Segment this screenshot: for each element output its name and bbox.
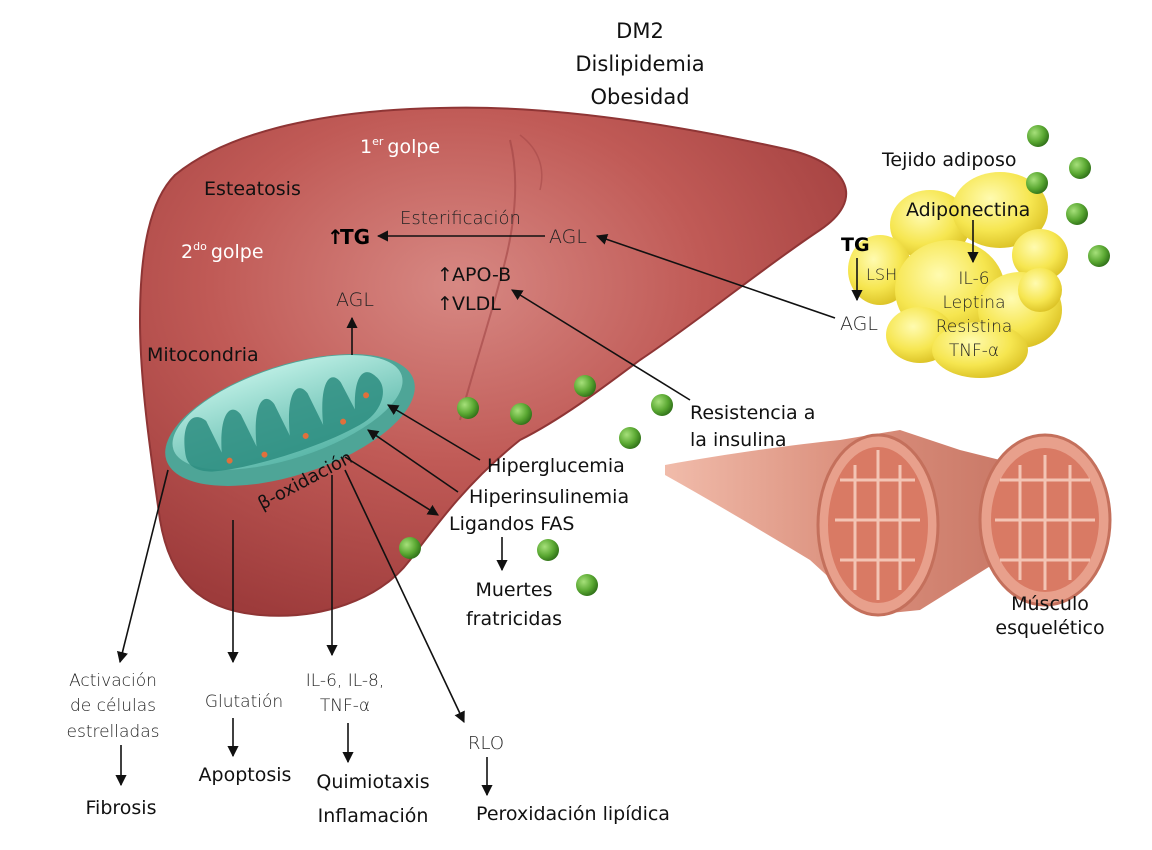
- skeletal-muscle: [665, 430, 1112, 617]
- adiponectin-label: Adiponectina: [906, 199, 1030, 221]
- tg-up-arrow-icon: ↑: [327, 225, 344, 249]
- hyperglycemia-label: Hiperglucemia: [487, 455, 625, 477]
- apoptosis-label: Apoptosis: [199, 764, 292, 786]
- fratricidal-death-line1: Muertes: [476, 579, 553, 601]
- agl-center-label: AGL: [549, 226, 587, 248]
- fatty-acid-dot-icon: [1027, 125, 1049, 147]
- fas-ligands-label: Ligandos FAS: [449, 513, 574, 535]
- stellate-line1: Activación: [69, 671, 157, 691]
- liver-tg-label: TG: [340, 225, 370, 249]
- adipose-tissue: [848, 172, 1068, 378]
- fatty-acid-dot-icon: [510, 403, 532, 425]
- il6-label: IL-6: [958, 269, 989, 289]
- arrow-icon: [344, 469, 465, 724]
- fatty-acid-dot-icon: [457, 397, 479, 419]
- steatosis-label: Esteatosis: [204, 178, 301, 200]
- inflammation-label: Inflamación: [318, 805, 429, 827]
- stellate-line2: de células: [70, 696, 156, 716]
- fatty-acid-dot-icon: [1088, 245, 1110, 267]
- esterification-label: Esterificación: [400, 208, 521, 229]
- fatty-acid-dot-icon: [574, 375, 596, 397]
- arrow-icon: [344, 456, 439, 516]
- arrow-icon: [511, 289, 691, 401]
- hyperinsulinemia-label: Hiperinsulinemia: [469, 486, 629, 508]
- arrow-icon: [387, 404, 481, 461]
- fatty-acid-dot-icon: [651, 394, 673, 416]
- rlo-label: RLO: [468, 733, 504, 754]
- glutathione-label: Glutatión: [205, 692, 283, 712]
- arrow-icon: [367, 429, 459, 493]
- header-obesity: Obesidad: [590, 85, 689, 109]
- fatty-acid-dot-icon: [1069, 157, 1091, 179]
- skeletal-muscle-line1: Músculo: [1011, 593, 1089, 615]
- fatty-acid-dot-icon: [576, 574, 598, 596]
- resistin-label: Resistina: [936, 317, 1013, 337]
- apob-label: APO-B: [452, 264, 511, 286]
- apob-up-arrow-icon: ↑: [437, 264, 453, 286]
- interleukins-line1: IL-6, IL-8,: [306, 671, 384, 691]
- header-dyslipidemia: Dislipidemia: [575, 52, 704, 76]
- fatty-acid-dot-icon: [1026, 172, 1048, 194]
- arrows: [115, 220, 979, 797]
- fratricidal-death-line2: fratricidas: [466, 608, 562, 630]
- liver: [138, 106, 848, 617]
- agl-mito-label: AGL: [336, 289, 374, 311]
- mitochondrion: [165, 354, 415, 486]
- mitochondria-label: Mitocondria: [147, 344, 259, 366]
- arrow-icon: [595, 233, 836, 319]
- fatty-acid-dot-icon: [1066, 203, 1088, 225]
- chemotaxis-label: Quimiotaxis: [316, 771, 429, 793]
- vldl-up-arrow-icon: ↑: [437, 293, 453, 315]
- adipose-title: Tejido adiposo: [881, 149, 1017, 171]
- tnf-adipose-label: TNF-α: [949, 341, 999, 361]
- skeletal-muscle-line2: esquelético: [995, 617, 1104, 639]
- insulin-resistance-line2: la insulina: [690, 429, 786, 451]
- insulin-resistance-line1: Resistencia a: [690, 402, 815, 424]
- stellate-line3: estrelladas: [67, 722, 160, 742]
- header-dm2: DM2: [616, 19, 664, 43]
- vldl-label: VLDL: [452, 293, 501, 315]
- adipose-tg-label: TG: [841, 234, 870, 256]
- adipose-agl-label: AGL: [840, 313, 878, 335]
- interleukins-line2: TNF-α: [320, 696, 370, 716]
- fatty-acid-dots: [399, 125, 1110, 596]
- fatty-acid-dot-icon: [399, 537, 421, 559]
- lipid-peroxidation-label: Peroxidación lipídica: [476, 803, 670, 825]
- leptin-label: Leptina: [942, 293, 1005, 313]
- fatty-acid-dot-icon: [619, 427, 641, 449]
- fibrosis-label: Fibrosis: [86, 797, 157, 819]
- arrow-icon: [117, 469, 169, 664]
- lsh-label: LSH: [866, 265, 897, 284]
- fatty-acid-dot-icon: [537, 539, 559, 561]
